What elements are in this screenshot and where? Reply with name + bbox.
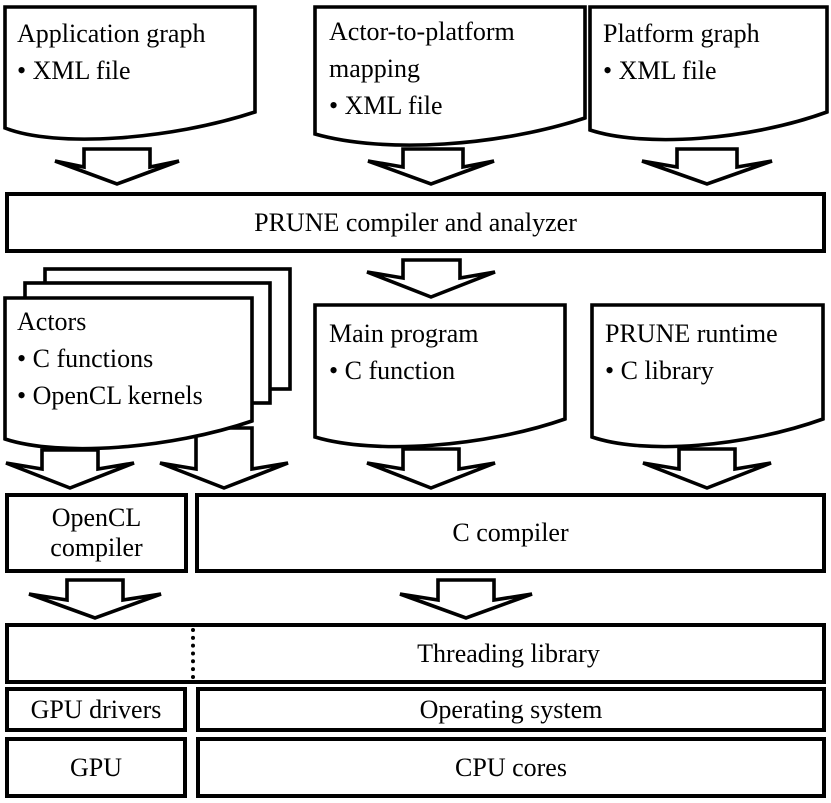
prune-runtime-doc-text: PRUNE runtime • C library (605, 315, 778, 389)
actors-doc-shape (3, 296, 254, 451)
threading-library-box: Threading library (5, 623, 826, 684)
platform-graph-doc-text: Platform graph • XML file (603, 15, 760, 89)
prune-compiler-label: PRUNE compiler and analyzer (254, 207, 577, 237)
actor-to-platform-mapping-doc-text: Actor-to-platform mapping • XML file (329, 13, 515, 124)
down-arrow-runtime-to-c-compiler (642, 447, 772, 490)
gpu-drivers-label: GPU drivers (30, 694, 162, 724)
opencl-compiler-box: OpenCL compiler (5, 493, 188, 573)
down-arrow-platform-graph (641, 147, 773, 186)
down-arrow-prune-compiler-output (366, 258, 496, 299)
actors-doc-text: Actors • C functions • OpenCL kernels (17, 303, 203, 414)
c-compiler-box: C compiler (195, 493, 826, 573)
gpu-label: GPU (69, 752, 122, 782)
down-arrow-actors-to-opencl-compiler (5, 448, 135, 490)
doc-title: Actors (17, 307, 87, 336)
operating-system-box: Operating system (196, 687, 826, 732)
down-arrow-actors-to-c-compiler (159, 426, 289, 490)
platform-graph-doc-shape (588, 5, 829, 142)
gpu-box: GPU (5, 737, 187, 798)
down-arrow-application-graph (54, 147, 180, 186)
down-arrow-mapping (367, 147, 495, 186)
down-arrow-c-compiler-output (399, 578, 533, 620)
doc-bullet: • C function (329, 356, 456, 385)
doc-bullet: • OpenCL kernels (17, 381, 203, 410)
c-compiler-label: C compiler (452, 518, 569, 547)
operating-system-label: Operating system (419, 694, 603, 724)
threading-library-label: Threading library (417, 638, 600, 668)
cpu-cores-box: CPU cores (196, 737, 826, 798)
doc-title: Application graph (17, 19, 206, 48)
down-arrow-opencl-compiler-output (28, 578, 162, 620)
gpu-cpu-dotted-divider (191, 628, 195, 679)
doc-bullet: • XML file (603, 56, 717, 85)
main-program-doc-text: Main program • C function (329, 315, 478, 389)
doc-title: PRUNE runtime (605, 319, 778, 348)
doc-bullet: • XML file (17, 56, 131, 85)
down-arrow-main-program-to-c-compiler (366, 447, 496, 490)
doc-title-cont: mapping (329, 54, 420, 83)
application-graph-doc-shape (3, 5, 257, 141)
doc-title: Actor-to-platform (329, 17, 515, 46)
opencl-compiler-label: OpenCL compiler (50, 503, 143, 562)
actor-to-platform-mapping-doc-shape (313, 5, 587, 147)
threading-label-wrap: Threading library (195, 627, 822, 680)
prune-compiler-box: PRUNE compiler and analyzer (5, 192, 826, 253)
doc-bullet: • XML file (329, 91, 443, 120)
doc-bullet: • C functions (17, 344, 154, 373)
main-program-doc-shape (313, 303, 567, 449)
cpu-cores-label: CPU cores (455, 752, 567, 782)
doc-bullet: • C library (605, 356, 714, 385)
doc-title: Main program (329, 319, 479, 348)
application-graph-doc-text: Application graph • XML file (17, 15, 205, 89)
gpu-drivers-box: GPU drivers (5, 687, 187, 732)
doc-title: Platform graph (603, 19, 760, 48)
prune-runtime-doc-shape (590, 303, 825, 449)
